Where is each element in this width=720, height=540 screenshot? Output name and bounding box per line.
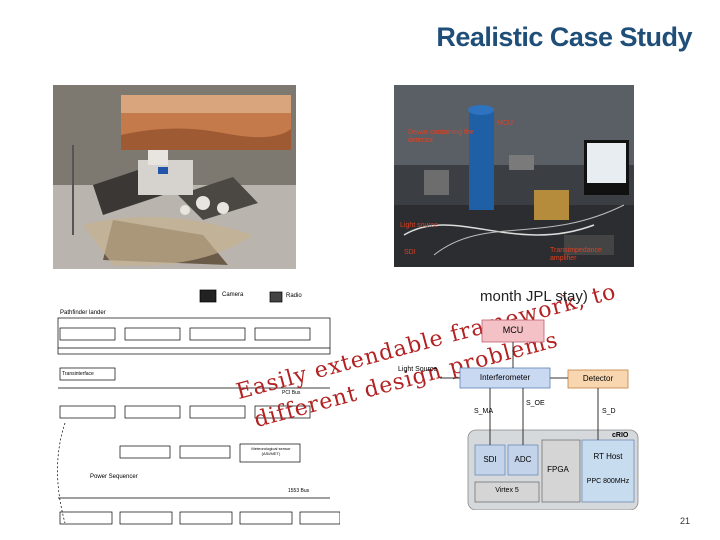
block-ppc: PPC 800MHz: [586, 478, 630, 485]
block-rt-host: RT Host: [593, 452, 623, 461]
label-radio: Radio: [286, 293, 302, 299]
pathfinder-architecture-diagram: Camera Radio Pathfinder lander Transinte…: [50, 288, 340, 540]
label-pathfinder-lander: Pathfinder lander: [60, 310, 106, 316]
block-mcu: MCU: [502, 325, 524, 335]
block-sdi: SDI: [483, 455, 497, 464]
label-s-oe: S_OE: [526, 400, 545, 407]
block-detector: Detector: [582, 374, 614, 383]
label-meteorological: Meteorological sensor (ASI/MET): [251, 446, 291, 456]
mars-lander-photo: [53, 85, 296, 269]
label-amp: Transimpedance amplifier: [550, 247, 602, 262]
label-cryostat: Dewar containing the detector: [408, 129, 474, 144]
label-mcu: MCU: [497, 120, 513, 127]
label-s-d: S_D: [602, 408, 616, 415]
page-number: 21: [679, 516, 690, 526]
label-sdi: SDI: [404, 249, 416, 256]
slide-title: Realistic Case Study: [436, 22, 692, 52]
block-adc: ADC: [514, 455, 532, 464]
block-virtex: Virtex 5: [495, 487, 519, 494]
label-pci-bus: PCI Bus: [282, 390, 301, 396]
label-power-sequencer: Power Sequencer: [90, 474, 138, 480]
block-fpga: FPGA: [547, 465, 569, 474]
label-crio: cRIO: [612, 432, 629, 439]
label-light-source: Light source: [400, 222, 439, 229]
label-1553-bus: 1553 Bus: [288, 488, 310, 494]
label-transinterface: Transinterface: [62, 371, 94, 377]
label-s-ma: S_MA: [474, 408, 494, 415]
caption-right: month JPL stay): [480, 288, 588, 305]
label-camera: Camera: [222, 292, 244, 298]
lab-setup-photo: Dewar containing the detector MCU Light …: [394, 85, 634, 267]
block-interferometer: Interferometer: [479, 373, 531, 382]
block-light-source: Light Source: [398, 366, 438, 373]
system-block-diagram: MCU Light Source Interferometer Detector…: [398, 300, 642, 510]
